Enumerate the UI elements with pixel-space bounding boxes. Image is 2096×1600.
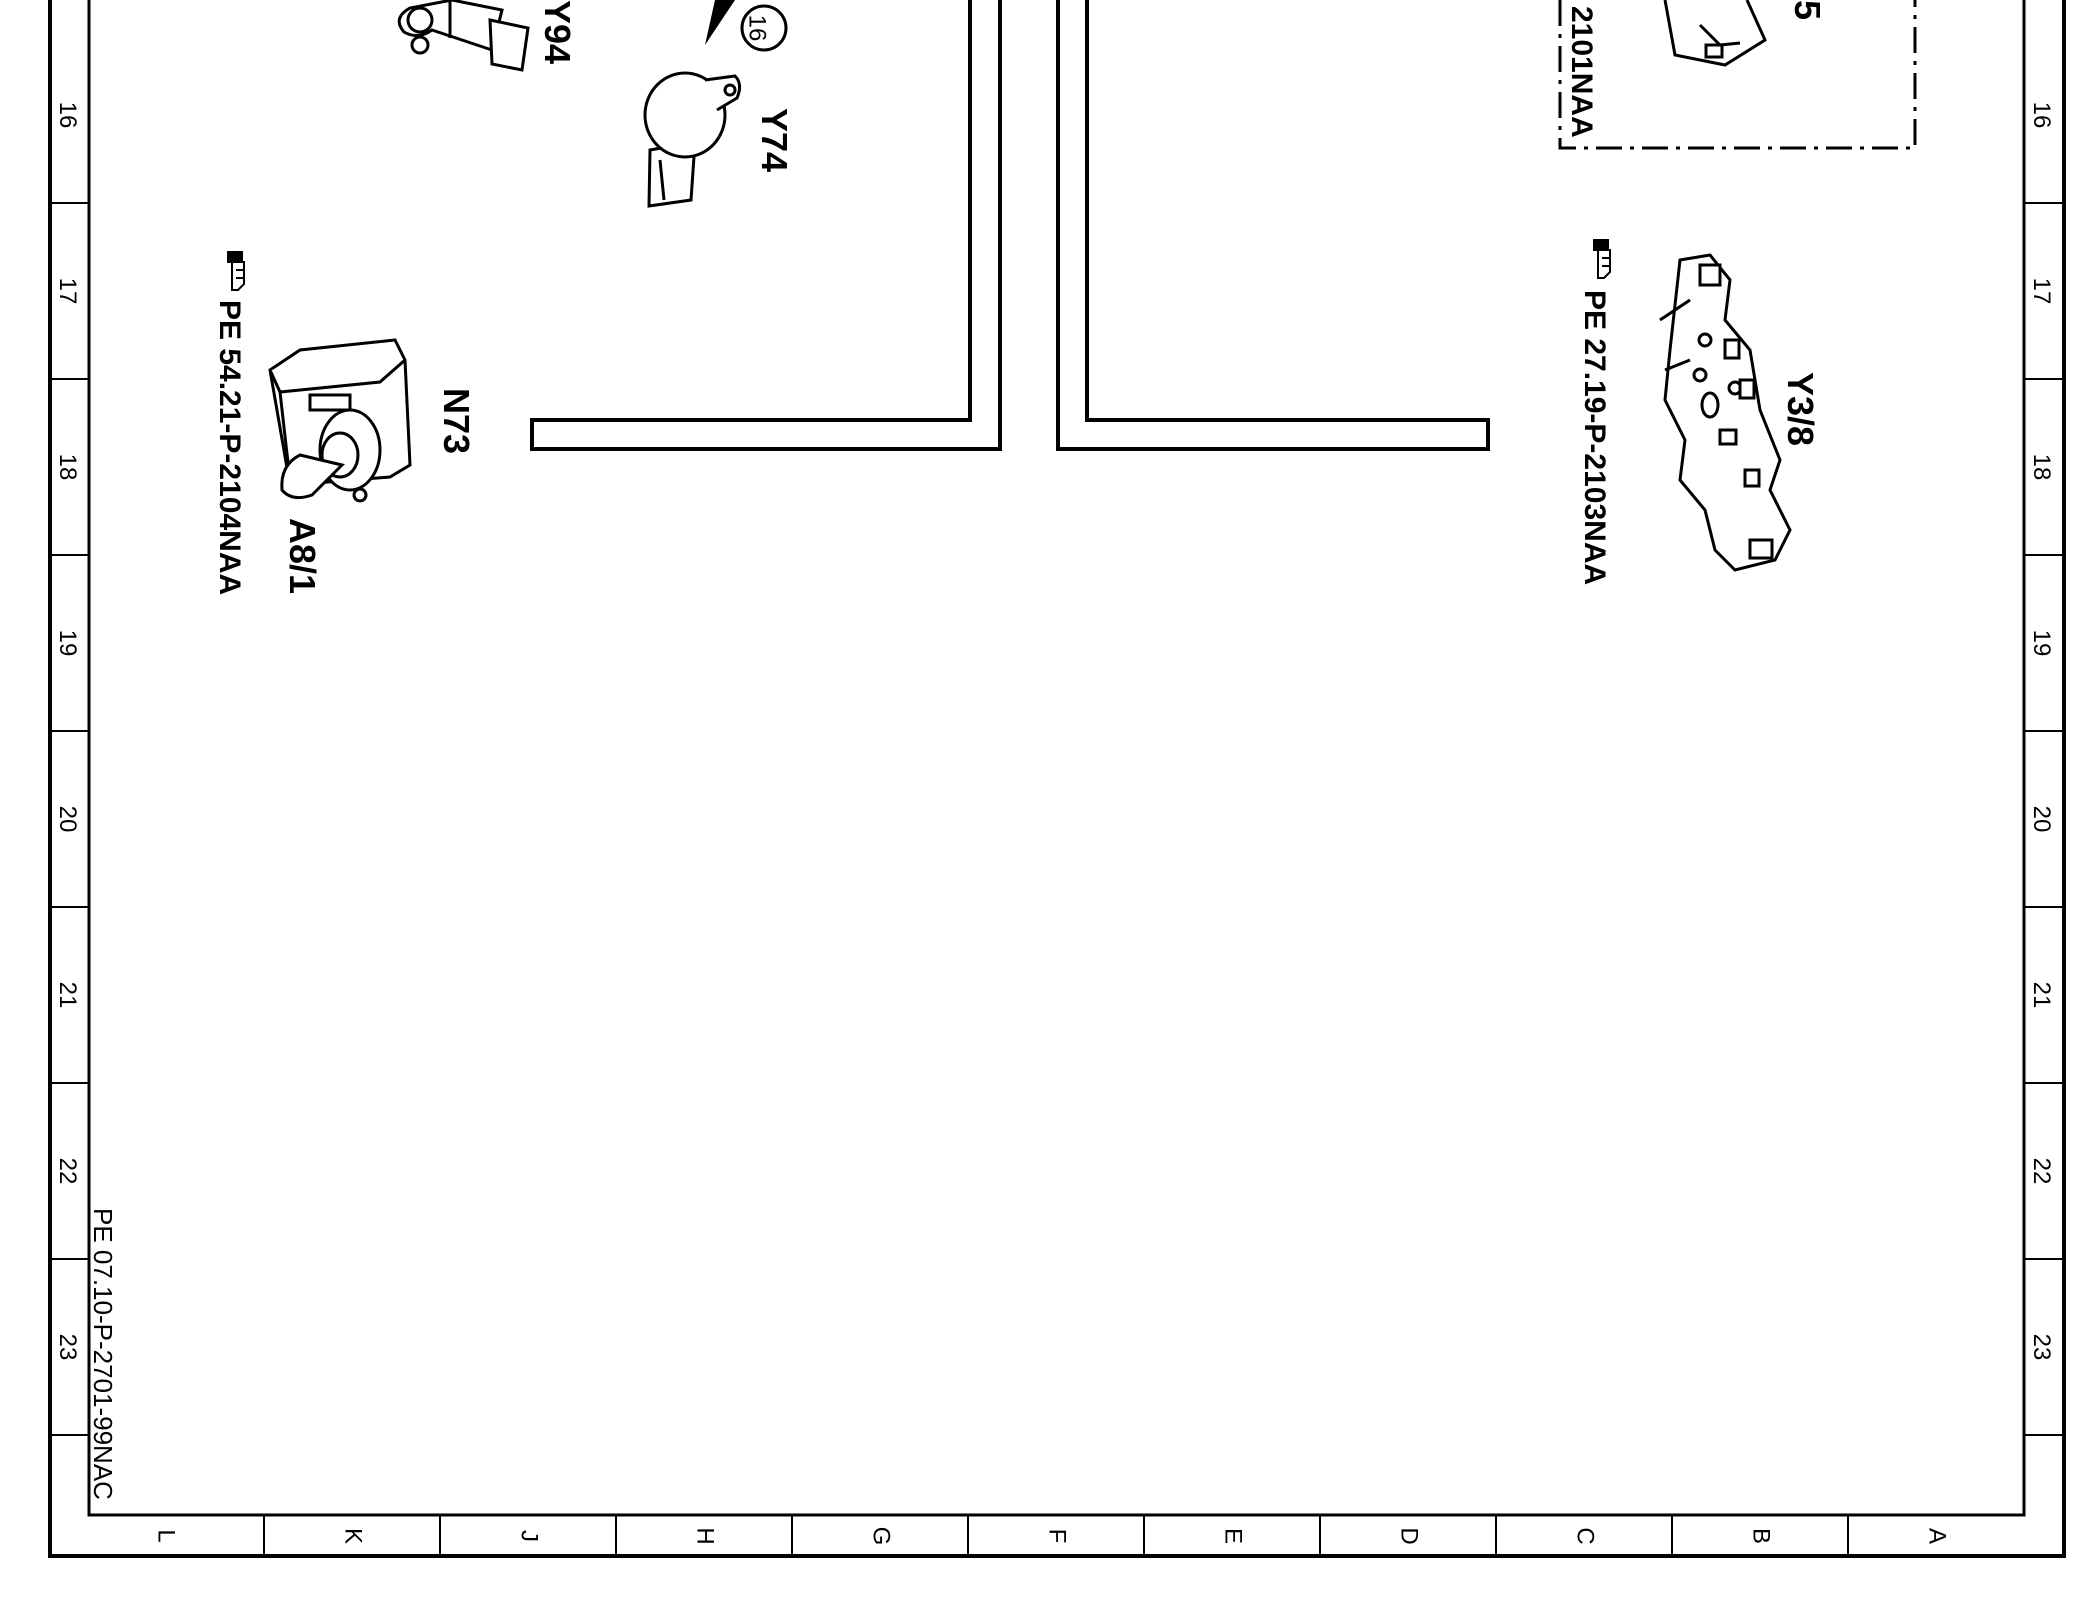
harness-routes — [530, 0, 1490, 451]
component-label-n73: N73 — [436, 388, 477, 454]
column-letter: E — [1220, 1528, 1247, 1544]
row-number: 17 — [2028, 278, 2055, 305]
column-letter: G — [868, 1527, 895, 1546]
column-letters: L K J H G F E D C B A — [153, 1527, 1951, 1546]
marker-16: 16 — [705, 0, 788, 52]
sheet-frame — [48, 0, 2066, 1558]
reference-text-box: 2101NAA — [1565, 6, 1598, 138]
component-label-a8-1: A8/1 — [282, 518, 323, 594]
pointing-hand-icon — [1593, 239, 1611, 279]
row-number: 21 — [2028, 982, 2055, 1009]
harness-route-left — [530, 0, 1002, 451]
component-label-y74: Y74 — [754, 108, 795, 172]
row-number: 23 — [2028, 1334, 2055, 1361]
reference-n73: PE 54.21-P-2104NAA — [213, 251, 246, 595]
component-y3-8 — [1659, 253, 1792, 572]
column-letter: J — [516, 1530, 543, 1542]
reference-text-n73: PE 54.21-P-2104NAA — [213, 300, 246, 595]
row-number: 18 — [54, 454, 81, 481]
column-letter: A — [1924, 1528, 1951, 1544]
column-letter: B — [1748, 1528, 1775, 1544]
column-letter: K — [340, 1528, 367, 1544]
component-label-y3-8: Y3/8 — [1780, 372, 1821, 446]
column-letter: L — [153, 1529, 180, 1542]
row-number: 22 — [54, 1158, 81, 1185]
row-number: 16 — [54, 102, 81, 129]
component-y94 — [397, 0, 530, 72]
row-number: 21 — [54, 982, 81, 1009]
component-group-box — [1558, 0, 1917, 150]
bottom-column-ruler — [263, 1515, 1849, 1556]
marker-number: 16 — [744, 15, 771, 42]
row-number: 18 — [2028, 454, 2055, 481]
column-letter: H — [692, 1527, 719, 1544]
row-number: 19 — [54, 630, 81, 657]
reference-y3-8: PE 27.19-P-2103NAA — [1578, 239, 1611, 585]
pointing-hand-icon — [227, 251, 245, 291]
component-label-y94: Y94 — [537, 0, 578, 64]
row-number: 23 — [54, 1334, 81, 1361]
component-y74 — [643, 71, 742, 208]
harness-route-right — [1056, 0, 1490, 451]
column-letter: F — [1044, 1529, 1071, 1544]
row-number: 16 — [2028, 102, 2055, 129]
column-letter: D — [1396, 1527, 1423, 1544]
row-number: 20 — [2028, 806, 2055, 833]
component-label-partial: 5 — [1787, 0, 1828, 20]
component-n73 — [268, 338, 412, 503]
row-number: 20 — [54, 806, 81, 833]
row-number: 19 — [2028, 630, 2055, 657]
row-number: 22 — [2028, 1158, 2055, 1185]
reference-text-y3-8: PE 27.19-P-2103NAA — [1578, 290, 1611, 585]
right-row-ruler — [2024, 202, 2064, 1436]
column-letter: C — [1572, 1527, 1599, 1544]
left-row-numbers: 16 17 18 19 20 21 22 23 — [54, 102, 81, 1361]
right-row-numbers: 16 17 18 19 20 21 22 23 — [2028, 102, 2055, 1361]
row-number: 17 — [54, 278, 81, 305]
component-partial-top-right — [1663, 0, 1767, 67]
left-row-ruler — [50, 202, 89, 1436]
document-id: PE 07.10-P-2701-99NAC — [88, 1208, 118, 1500]
